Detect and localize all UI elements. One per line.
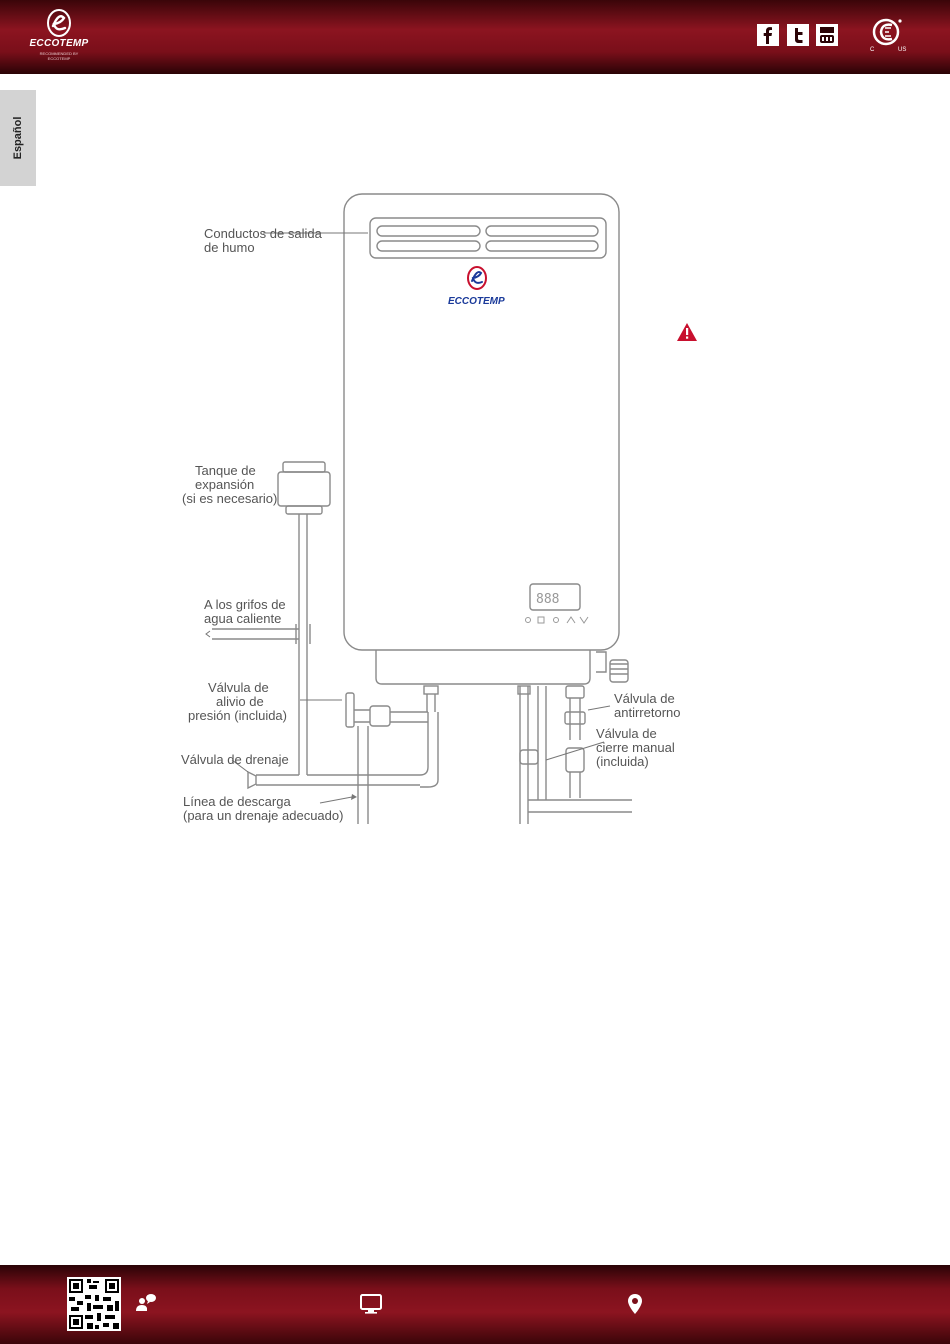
label-drain: Válvula de drenaje xyxy=(181,752,289,767)
support-chat-icon xyxy=(136,1294,156,1311)
label-exhaust-line2: de humo xyxy=(204,240,255,255)
csa-certification-mark: C US xyxy=(868,15,910,55)
expansion-tank xyxy=(277,471,331,507)
csa-right-mark: US xyxy=(898,47,906,53)
language-tab[interactable]: Español xyxy=(0,90,36,186)
label-exhaust-line1: Conductos de salida xyxy=(204,226,323,241)
brand-tagline: RECOMMENDED BY ECCOTEMP xyxy=(39,51,79,61)
label-faucets-line2: agua caliente xyxy=(204,611,281,626)
label-shutoff-line2: cierre manual xyxy=(596,740,675,755)
exhaust-vent xyxy=(369,217,607,259)
csa-certification-icon: C US xyxy=(870,18,906,53)
eccotemp-logo[interactable]: ECCOTEMP RECOMMENDED BY ECCOTEMP xyxy=(28,8,90,61)
pressure-relief-valve xyxy=(369,705,391,727)
warning-triangle-icon xyxy=(677,323,697,341)
label-shutoff-line1: Válvula de xyxy=(596,726,657,741)
brand-name: ECCOTEMP xyxy=(29,38,89,49)
control-display xyxy=(529,583,581,611)
label-relief-line2: alivio de xyxy=(216,694,264,709)
display-digits: 888 xyxy=(536,592,559,607)
label-tank-line1: Tanque de xyxy=(195,463,256,478)
support-chat-button[interactable] xyxy=(134,1292,158,1316)
facebook-link[interactable] xyxy=(757,24,779,46)
eccotemp-emblem-icon xyxy=(47,9,71,37)
unit-logo-text: ECCOTEMP xyxy=(448,296,505,307)
label-relief-line1: Válvula de xyxy=(208,680,269,695)
twitter-icon xyxy=(787,24,809,46)
qr-code[interactable] xyxy=(67,1277,121,1331)
label-relief-line3: presión (incluida) xyxy=(188,708,287,723)
youtube-link[interactable] xyxy=(816,24,838,46)
twitter-link[interactable] xyxy=(787,24,809,46)
youtube-icon xyxy=(816,24,838,46)
label-tank-line3: (si es necesario) xyxy=(182,491,277,506)
label-discharge-line2: (para un drenaje adecuado) xyxy=(183,808,343,823)
label-check-line2: antirretorno xyxy=(614,705,680,720)
website-button[interactable] xyxy=(359,1292,383,1316)
label-tank-line2: expansión xyxy=(195,477,254,492)
qr-code-icon xyxy=(67,1277,121,1331)
page-footer xyxy=(0,1265,950,1344)
location-button[interactable] xyxy=(623,1292,647,1316)
label-shutoff-line3: (incluida) xyxy=(596,754,649,769)
label-discharge-line1: Línea de descarga xyxy=(183,794,291,809)
warning-sign xyxy=(676,322,698,342)
shutoff-valve xyxy=(565,747,585,773)
label-faucets-line1: A los grifos de xyxy=(204,597,286,612)
page-header: ECCOTEMP RECOMMENDED BY ECCOTEMP xyxy=(0,0,950,74)
unit-eccotemp-logo: ECCOTEMP xyxy=(448,266,505,307)
water-heater-body xyxy=(343,193,620,651)
control-buttons xyxy=(525,616,589,624)
facebook-icon xyxy=(757,24,779,46)
location-pin-icon xyxy=(628,1294,642,1314)
monitor-icon xyxy=(360,1294,382,1314)
label-check-line1: Válvula de xyxy=(614,691,675,706)
csa-left-mark: C xyxy=(870,47,875,53)
check-valve xyxy=(564,711,586,725)
